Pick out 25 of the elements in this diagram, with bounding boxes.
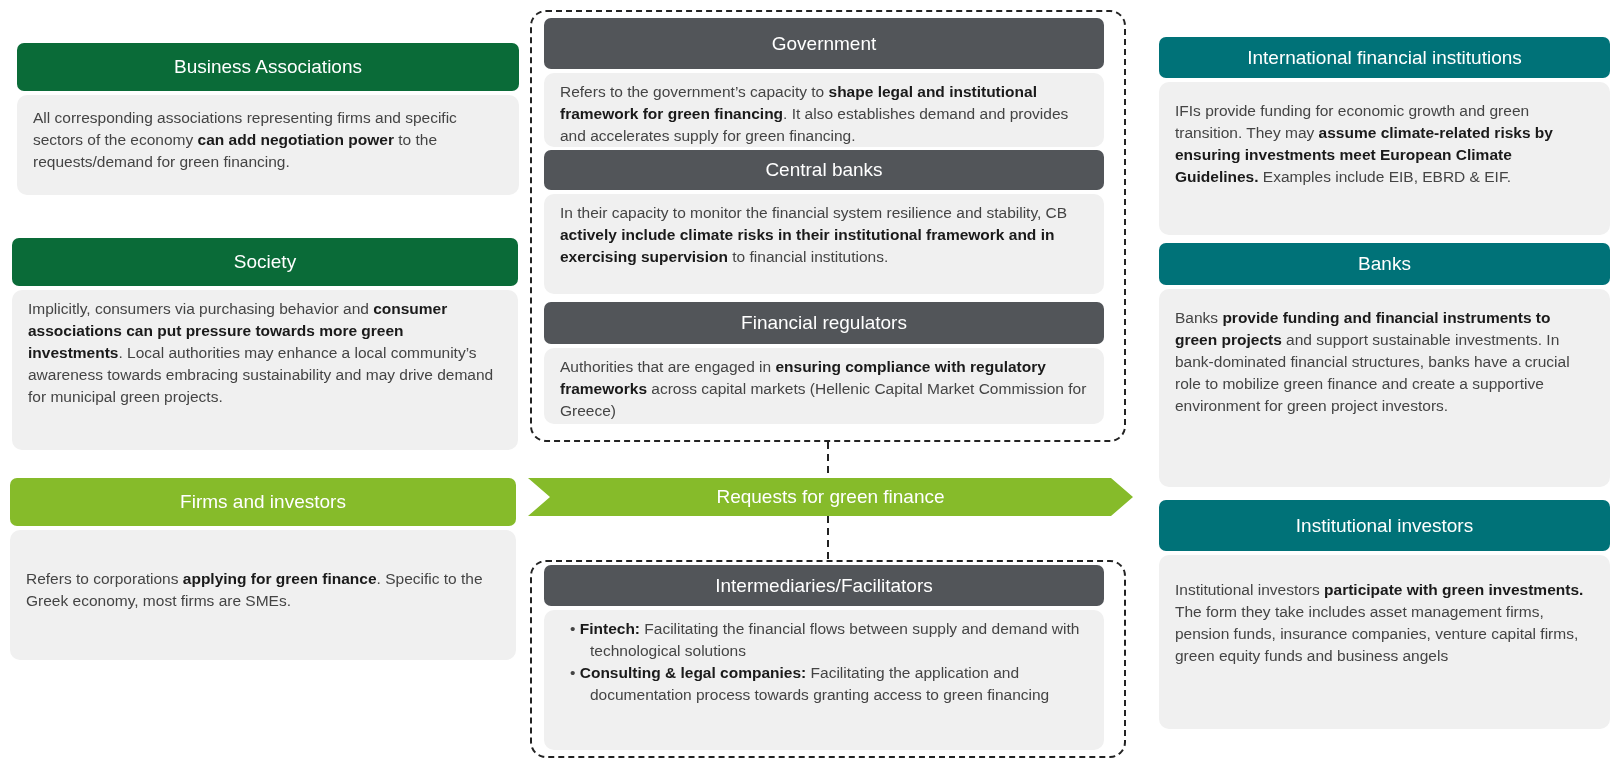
card-header: Government [544, 18, 1104, 69]
card-header: Central banks [544, 150, 1104, 190]
card-body: Implicitly, consumers via purchasing behavior and consumer associations can put pressure towards more green investments. Local authorities may enhance a local community’s awareness towards embracing sustainability and may drive demand for municipal green projects. [12, 290, 518, 450]
card-header: International financial institutions [1159, 37, 1610, 78]
card-body: Refers to corporations applying for green finance. Specific to the Greek economy, most firms are SMEs. [10, 530, 516, 660]
card-header: Intermediaries/Facilitators [544, 565, 1104, 606]
card-body: In their capacity to monitor the financial system resilience and stability, CB actively include climate risks in their institutional framework and in exercising supervision to financial institutions. [544, 194, 1104, 294]
bullet-item: • Fintech: Facilitating the financial flows between supply and demand with technological solutions [570, 619, 1081, 661]
card-header: Banks [1159, 243, 1610, 285]
dashed-group-frame [530, 560, 1126, 758]
card-header: Firms and investors [10, 478, 516, 526]
card-header: Institutional investors [1159, 500, 1610, 551]
banner-label: Requests for green finance [716, 485, 945, 509]
card-body: Banks provide funding and financial instruments to green projects and support sustainable investments. In bank-dominated financial structures, banks have a crucial role to mobilize green finance and create a supportive environment for green project investors. [1159, 289, 1610, 487]
card-body: Institutional investors participate with green investments. The form they take includes asset management firms, pension funds, insurance companies, venture capital firms, green equity funds and business angels [1159, 555, 1610, 729]
card-body: Refers to the government’s capacity to shape legal and institutional framework for green financing. It also establishes demand and provides and accelerates supply for green financing. [544, 73, 1104, 147]
card-header: Business Associations [17, 43, 519, 91]
dashed-group-frame [530, 10, 1126, 442]
bullet-item: • Consulting & legal companies: Facilitating the application and documentation process towards granting access to green financing [570, 663, 1051, 705]
card-header: Financial regulators [544, 302, 1104, 344]
dashed-connector [827, 515, 829, 561]
card-header: Society [12, 238, 518, 286]
card-body: IFIs provide funding for economic growth and green transition. They may assume climate-related risks by ensuring investments meet European Climate Guidelines. Examples include EIB, EBRD & EIF. [1159, 82, 1610, 235]
card-body: All corresponding associations representing firms and specific sectors of the economy can add negotiation power to the requests/demand for green financing. [17, 95, 519, 195]
card-body: Authorities that are engaged in ensuring compliance with regulatory frameworks across capital markets (Hellenic Capital Market Commission for Greece) [544, 348, 1104, 424]
